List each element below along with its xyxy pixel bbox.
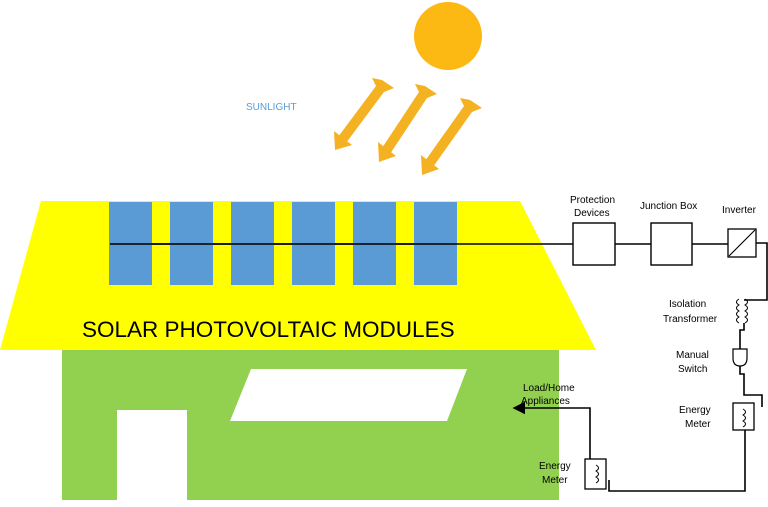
protection-devices-box	[572, 222, 616, 266]
sunlight-arrow-icon	[334, 78, 394, 150]
wire-meter-load	[512, 401, 591, 459]
switch-label-line2: Switch	[678, 364, 707, 375]
protection-label-line1: Protection	[570, 195, 615, 206]
wire-inverter-transformer	[744, 242, 768, 301]
meter-right-label-line1: Energy	[679, 405, 711, 416]
sunlight-arrow-icon	[421, 98, 482, 175]
isolation-label-line1: Isolation	[669, 299, 706, 310]
wire-transformer-switch	[739, 323, 745, 349]
load-label-line1: Load/Home	[523, 383, 575, 394]
protection-label-line2: Devices	[574, 208, 610, 219]
sunlight-label: SUNLIGHT	[246, 102, 297, 113]
meter-coil-icon	[742, 408, 746, 428]
meter-coil-icon	[595, 464, 599, 484]
sun-icon	[414, 2, 482, 70]
transformer-coil-icon	[736, 298, 748, 324]
energy-meter-bottom	[584, 458, 607, 490]
meter-right-label-line2: Meter	[685, 419, 711, 430]
house-window	[230, 369, 467, 421]
house-door	[117, 410, 187, 500]
junction-box	[650, 222, 693, 266]
meter-bottom-label-line1: Energy	[539, 461, 571, 472]
energy-meter-right	[732, 402, 755, 431]
load-label-line2: Appliances	[521, 396, 570, 407]
wire-switch-meter	[739, 366, 763, 407]
switch-label-line1: Manual	[676, 350, 709, 361]
switch-icon	[732, 348, 748, 367]
sunlight-arrow-icon	[378, 84, 437, 162]
junction-box-label: Junction Box	[640, 201, 697, 212]
isolation-label-line2: Transformer	[663, 314, 718, 325]
wire-meter-to-meter	[608, 430, 746, 492]
roof-title: SOLAR PHOTOVOLTAIC MODULES	[82, 317, 455, 342]
sunlight-arrows	[334, 78, 482, 175]
inverter-label: Inverter	[722, 205, 757, 216]
meter-bottom-label-line2: Meter	[542, 475, 568, 486]
inverter-icon	[728, 229, 756, 257]
